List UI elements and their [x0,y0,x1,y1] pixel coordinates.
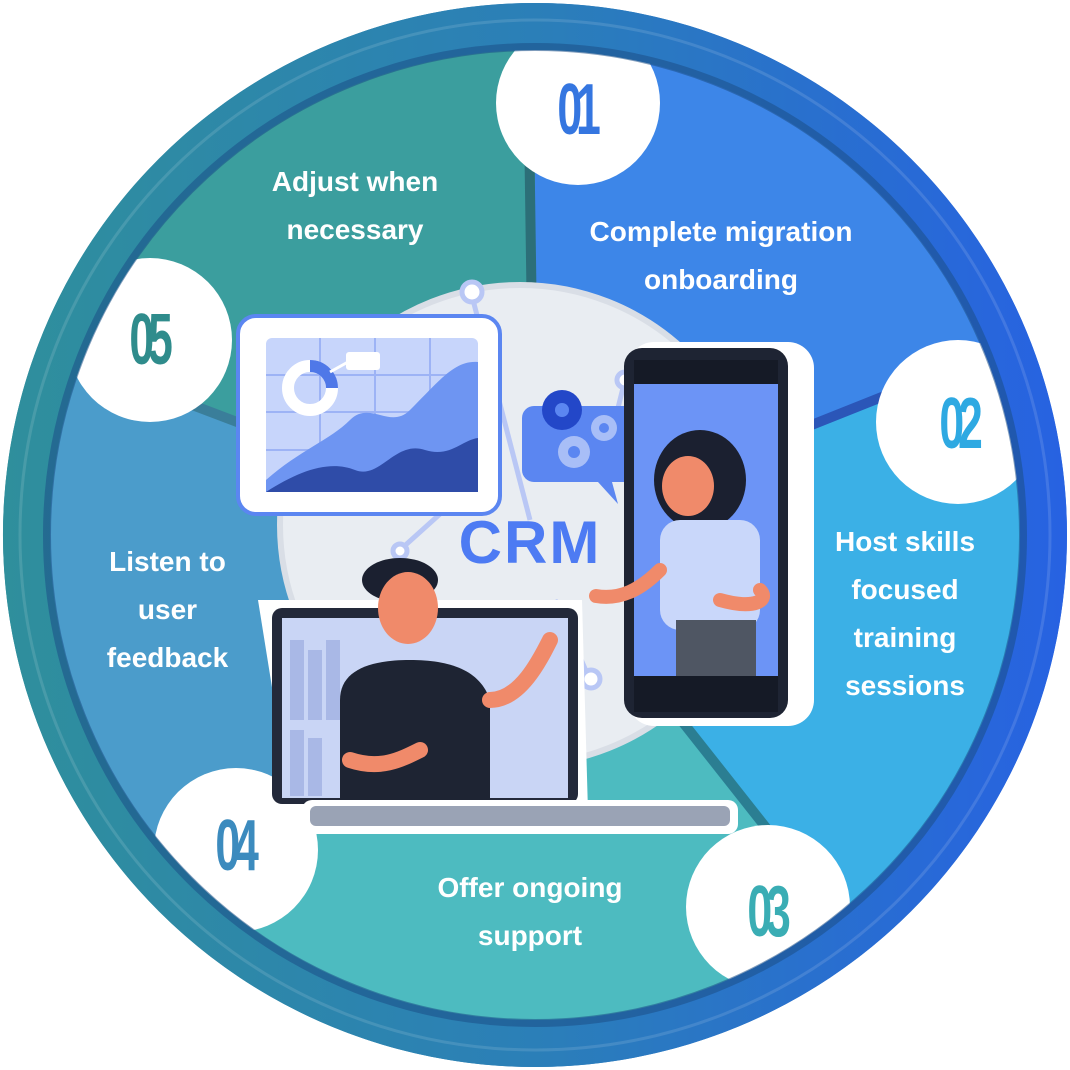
crm-title: CRM [458,509,602,576]
analytics-dashboard-card [236,314,502,516]
step-02-number: 02 [939,384,982,464]
settings-chat-bubble [522,390,638,504]
step-05-number: 05 [129,300,172,380]
step-02-label: Host skills focused training sessions [834,526,976,701]
gear-icon [542,390,617,468]
ring-mid-band [18,18,1052,1052]
step-01-label: Complete migration onboarding [589,216,853,295]
step-04-label: Listen to user feedback [106,546,229,673]
step-03-label: Offer ongoing support [437,872,623,951]
step-01-number: 01 [557,70,600,150]
step-03-number: 03 [747,872,790,952]
man-avatar [340,558,558,800]
chart-area-dark [266,438,478,492]
smartphone-illustration [589,342,814,726]
woman-avatar [589,430,770,676]
chart-tooltip-badge [346,352,380,370]
laptop-illustration [258,558,738,834]
number-tab-01 [496,21,660,185]
step-05-label: Adjust when necessary [271,166,439,245]
ring-inner-edge [43,43,1027,1027]
step-04-number: 04 [215,806,258,886]
